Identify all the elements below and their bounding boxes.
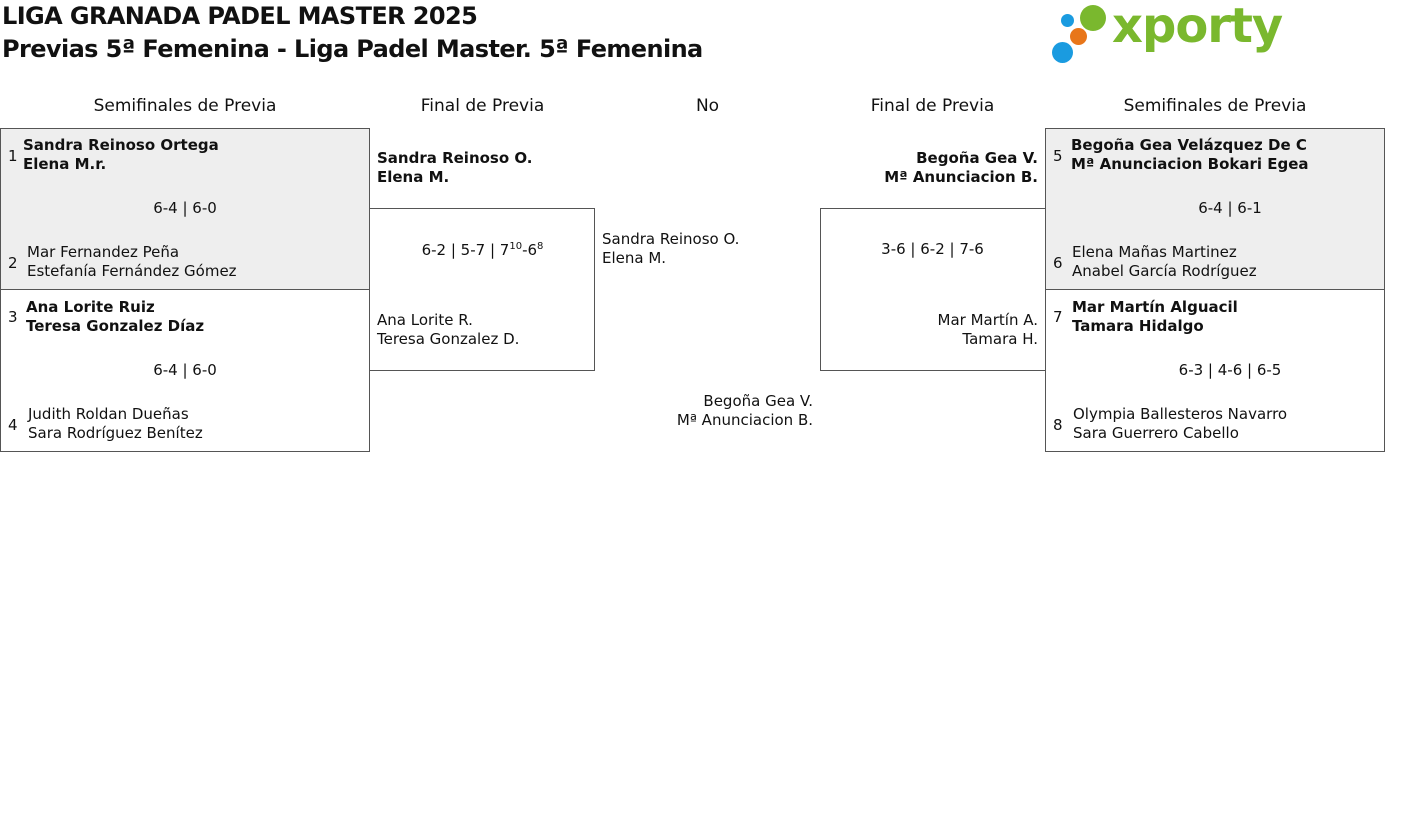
seed-number: 7 [1053,308,1063,326]
player-name: Mar Martín Alguacil [1072,298,1238,316]
seed-number: 8 [1053,416,1063,434]
seed-number: 5 [1053,147,1063,165]
logo-dot-blue-small [1061,14,1074,27]
match-score: 6-4 | 6-1 [1198,199,1262,217]
player-name: Teresa Gonzalez Díaz [26,317,205,335]
left-final-match[interactable] [369,208,595,371]
player-name: Sandra Reinoso Ortega [23,136,219,154]
match-score: 6-4 | 6-0 [153,199,217,217]
player-name: Begoña Gea V. [703,392,813,410]
round-header-left-semis: Semifinales de Previa [93,96,277,116]
round-header-right-final: Final de Previa [870,96,995,116]
player-name: Mª Anunciacion Bokari Egea [1071,155,1309,173]
player-name: Tamara H. [962,330,1038,348]
player-name: Sara Guerrero Cabello [1073,424,1239,442]
seed-number: 4 [8,416,18,434]
round-header-right-semis: Semifinales de Previa [1123,96,1307,116]
player-name: Elena M. [602,249,667,267]
round-header-left-final: Final de Previa [420,96,545,116]
page-title: LIGA GRANADA PADEL MASTER 2025 [2,2,478,30]
logo-dot-orange [1070,28,1087,45]
logo-dot-blue [1052,42,1073,63]
left-semifinal-1[interactable] [0,128,370,290]
match-score: 6-3 | 4-6 | 6-5 [1178,361,1282,379]
player-name: Judith Roldan Dueñas [28,405,189,423]
seed-number: 3 [8,308,18,326]
match-score: 3-6 | 6-2 | 7-6 [881,240,984,258]
player-name: Sandra Reinoso O. [602,230,740,248]
right-semifinal-2[interactable] [1045,289,1385,452]
xporty-logo: xporty [1050,0,1283,66]
player-name: Olympia Ballesteros Navarro [1073,405,1288,423]
player-name: Sandra Reinoso O. [377,149,533,167]
player-name: Tamara Hidalgo [1072,317,1204,335]
match-score: 6-2 | 5-7 | 710-68 [421,241,544,259]
player-name: Mª Anunciacion B. [884,168,1038,186]
player-name: Elena Mañas Martinez [1072,243,1237,261]
match-score: 6-4 | 6-0 [153,361,217,379]
player-name: Begoña Gea Velázquez De C [1071,136,1307,154]
logo-wordmark: xporty [1112,0,1283,54]
right-semifinal-1[interactable] [1045,128,1385,290]
seed-number: 1 [8,147,18,165]
player-name: Sara Rodríguez Benítez [28,424,203,442]
player-name: Ana Lorite Ruiz [26,298,155,316]
player-name: Begoña Gea V. [916,149,1038,167]
player-name: Mª Anunciacion B. [676,411,813,429]
player-name: Mar Fernandez Peña [27,243,180,261]
player-name: Elena M.r. [23,155,107,173]
player-name: Anabel García Rodríguez [1072,262,1257,280]
player-name: Ana Lorite R. [377,311,473,329]
page-subtitle: Previas 5ª Femenina - Liga Padel Master.… [2,35,703,63]
logo-dot-green [1080,5,1106,31]
seed-number: 6 [1053,254,1063,272]
player-name: Mar Martín A. [937,311,1038,329]
player-name: Teresa Gonzalez D. [377,330,520,348]
round-header-center: No [695,96,720,116]
player-name: Elena M. [377,168,450,186]
player-name: Estefanía Fernández Gómez [27,262,237,280]
seed-number: 2 [8,254,18,272]
